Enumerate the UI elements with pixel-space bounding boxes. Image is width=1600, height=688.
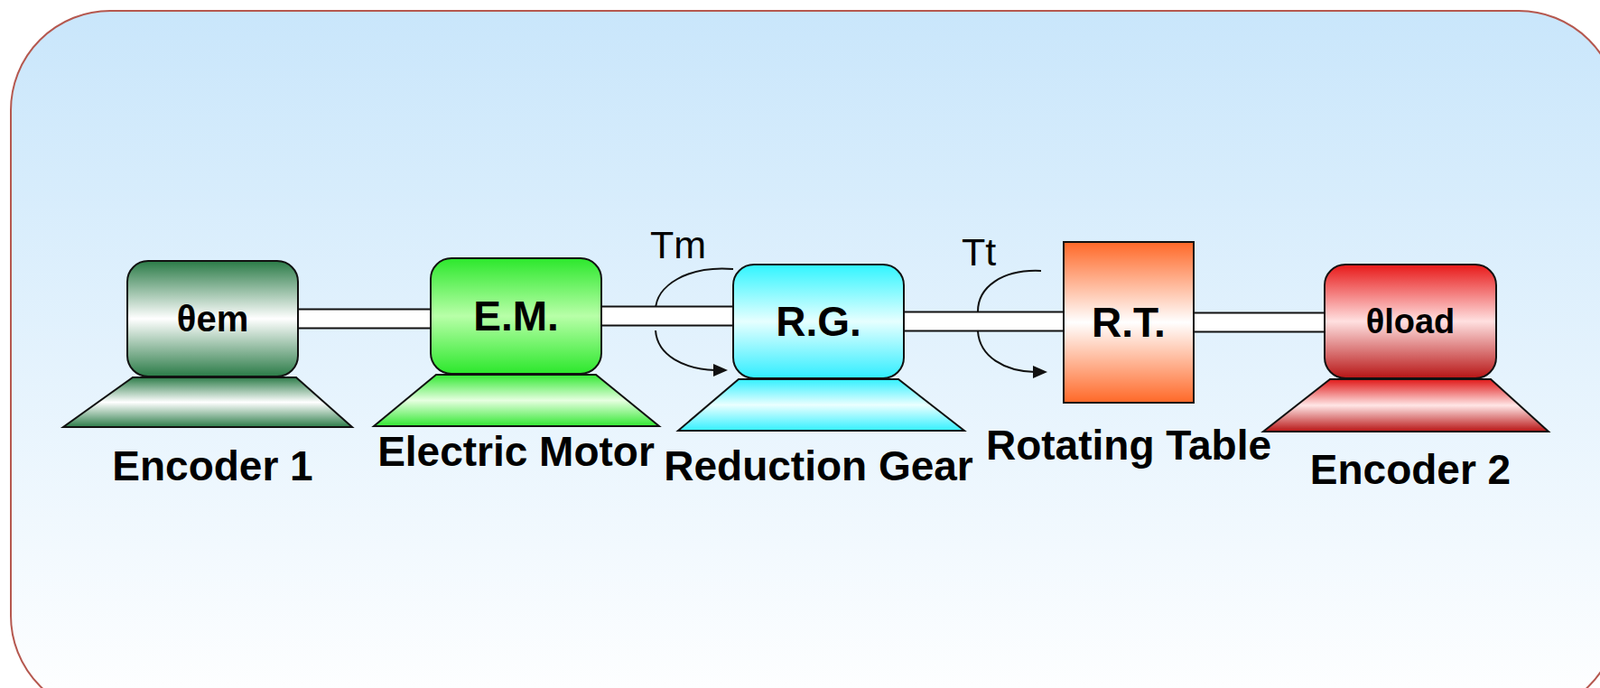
component-label: θload [1366, 302, 1456, 342]
table-box: R.T.Rotating Table [1062, 241, 1195, 404]
shaft [297, 318, 431, 320]
torque-arrow [655, 330, 716, 371]
shaft-body [1193, 314, 1325, 332]
torque-label: Tt [961, 232, 996, 272]
encoder-box: θloadEncoder 2 [1323, 263, 1498, 380]
motor-base [373, 374, 660, 427]
shaft-body [601, 307, 734, 326]
gear-base [678, 379, 965, 431]
shaft-outline [1193, 312, 1325, 334]
component-caption: Reduction Gear [656, 440, 982, 493]
shaft [1193, 322, 1325, 324]
component-caption: Electric Motor [353, 426, 680, 478]
background-panel [10, 10, 1600, 688]
component-label: E.M. [473, 291, 559, 341]
shaft [903, 321, 1064, 323]
motor-box: E.M.Electric Motor [429, 257, 603, 375]
component-caption: Rotating Table [966, 419, 1292, 472]
shaft-outline [297, 308, 431, 330]
component-caption: Encoder 1 [50, 440, 376, 493]
encoder-base [1263, 379, 1549, 432]
component-label: θem [176, 298, 249, 340]
encoder-box: θemEncoder 1 [126, 260, 299, 378]
torque-label: Tm [650, 225, 707, 265]
shaft-outline [903, 311, 1064, 333]
component-label: R.G. [775, 297, 862, 346]
torque-arrowhead [713, 363, 728, 377]
shaft-body [903, 313, 1064, 331]
gear-box: R.G.Reduction Gear [732, 263, 905, 380]
torque-arrow [655, 269, 734, 311]
shaft-body [297, 310, 431, 328]
shaft-outline [601, 306, 734, 327]
torque-arrowhead [1032, 365, 1048, 379]
component-label: R.T. [1091, 297, 1166, 347]
torque-arrow [977, 331, 1035, 373]
torque-arrow [977, 270, 1042, 312]
shaft [601, 316, 734, 317]
encoder-base [63, 377, 353, 428]
component-caption: Encoder 2 [1247, 444, 1573, 496]
